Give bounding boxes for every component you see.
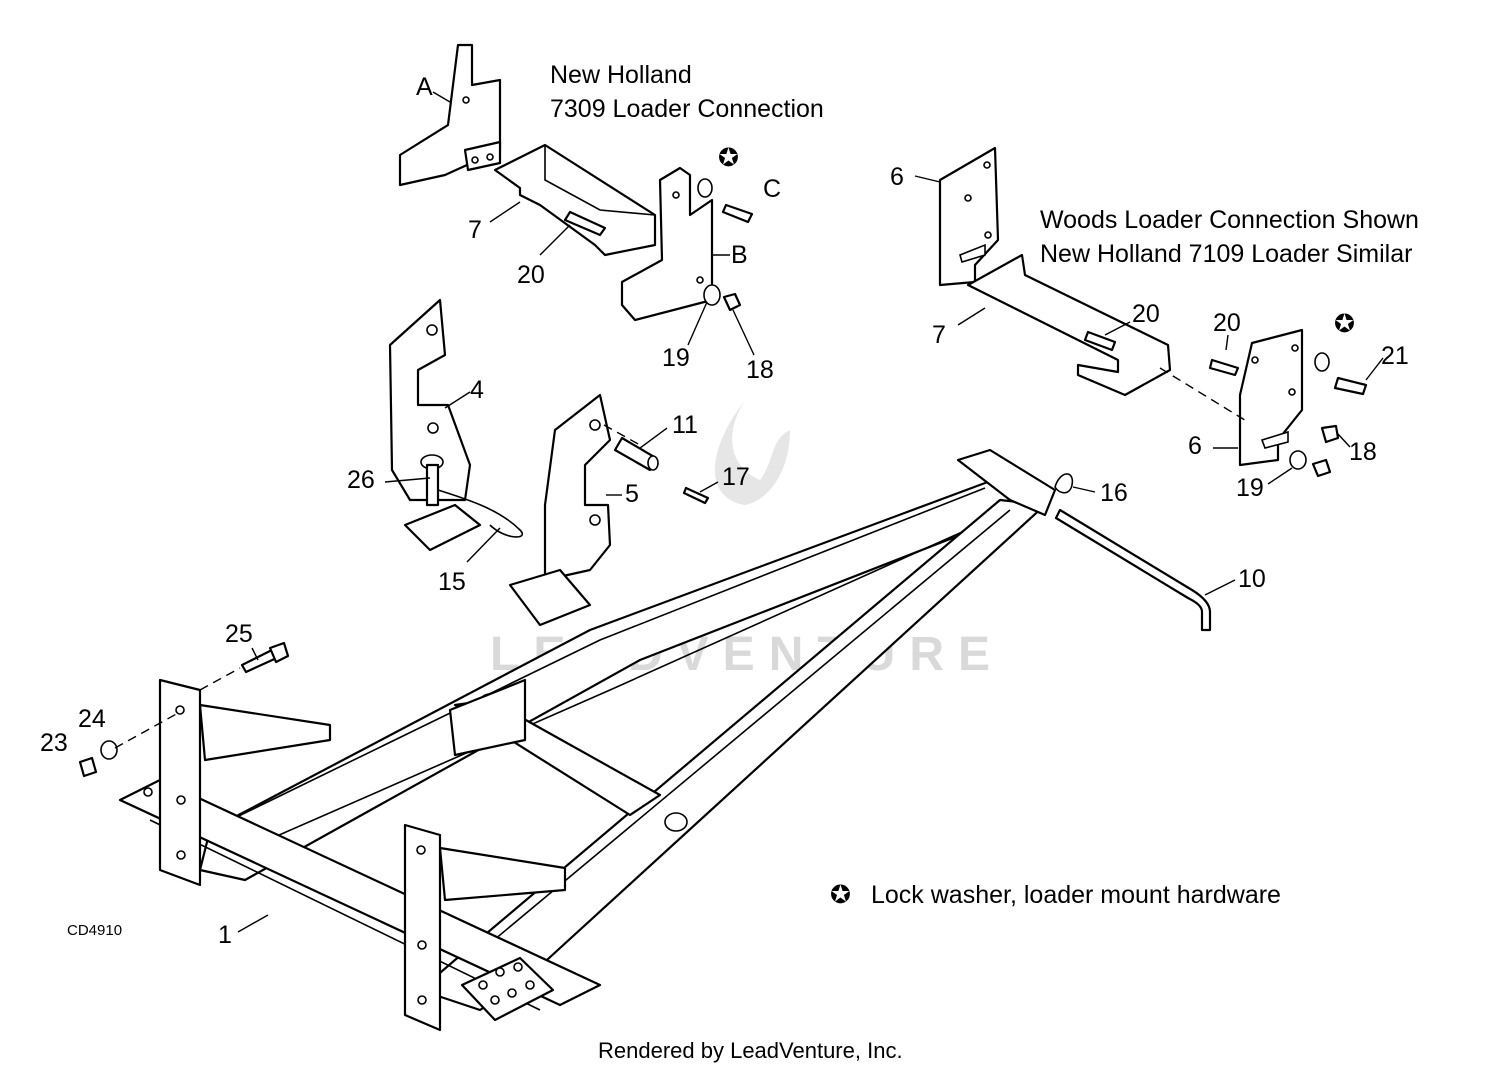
callout-7a: 7 xyxy=(468,216,482,244)
nh7309-bracket-assembly xyxy=(398,43,754,322)
callout-1: 1 xyxy=(218,921,232,949)
callout-26: 26 xyxy=(347,466,375,494)
nh7309-title-line2: 7309 Loader Connection xyxy=(550,95,824,123)
callout-C: C xyxy=(763,175,781,203)
drawing-code: CD4910 xyxy=(67,922,122,939)
woods-title-line1: Woods Loader Connection Shown xyxy=(1040,206,1419,234)
callout-17: 17 xyxy=(722,463,750,491)
callout-25: 25 xyxy=(225,620,253,648)
hardware-23-24-25 xyxy=(78,641,290,778)
bracket-5-assembly xyxy=(508,393,710,627)
callout-20b: 20 xyxy=(1132,300,1160,328)
callout-A: A xyxy=(416,73,433,101)
watermark-flame-icon xyxy=(714,400,790,505)
callout-star-2: ✪ xyxy=(1334,310,1355,338)
legend-symbol: ✪ xyxy=(830,881,851,909)
woods-title-line2: New Holland 7109 Loader Similar xyxy=(1040,240,1412,268)
nh7309-title-line1: New Holland xyxy=(550,61,692,89)
callout-star-1: ✪ xyxy=(718,144,739,172)
bracket-4-assembly xyxy=(388,298,523,552)
callout-labels: A B C ✪ ✪ 7 20 19 18 6 7 20 20 21 6 18 1… xyxy=(40,73,1409,949)
callout-23: 23 xyxy=(40,729,68,757)
drawbar-10 xyxy=(1054,473,1212,632)
callout-19b: 19 xyxy=(1236,474,1264,502)
callout-15: 15 xyxy=(438,568,466,596)
callout-11: 11 xyxy=(672,411,698,439)
callout-20c: 20 xyxy=(1213,309,1241,337)
footer-credit: Rendered by LeadVenture, Inc. xyxy=(598,1038,903,1063)
callout-6a: 6 xyxy=(890,163,904,191)
callout-19a: 19 xyxy=(662,344,690,372)
woods-bracket-assembly xyxy=(938,146,1368,478)
callout-4: 4 xyxy=(470,376,484,404)
callout-7b: 7 xyxy=(932,321,946,349)
callout-B: B xyxy=(731,241,748,269)
callout-18b: 18 xyxy=(1349,438,1377,466)
callout-24: 24 xyxy=(78,705,106,733)
callout-6b: 6 xyxy=(1188,432,1202,460)
legend-text: Lock washer, loader mount hardware xyxy=(871,881,1281,909)
main-frame xyxy=(118,448,1057,1032)
callout-20a: 20 xyxy=(517,261,545,289)
leader-lines xyxy=(237,91,1384,933)
callout-16: 16 xyxy=(1100,479,1128,507)
callout-18a: 18 xyxy=(746,356,774,384)
callout-21: 21 xyxy=(1381,342,1409,370)
callout-10: 10 xyxy=(1238,565,1266,593)
callout-5: 5 xyxy=(625,480,639,508)
